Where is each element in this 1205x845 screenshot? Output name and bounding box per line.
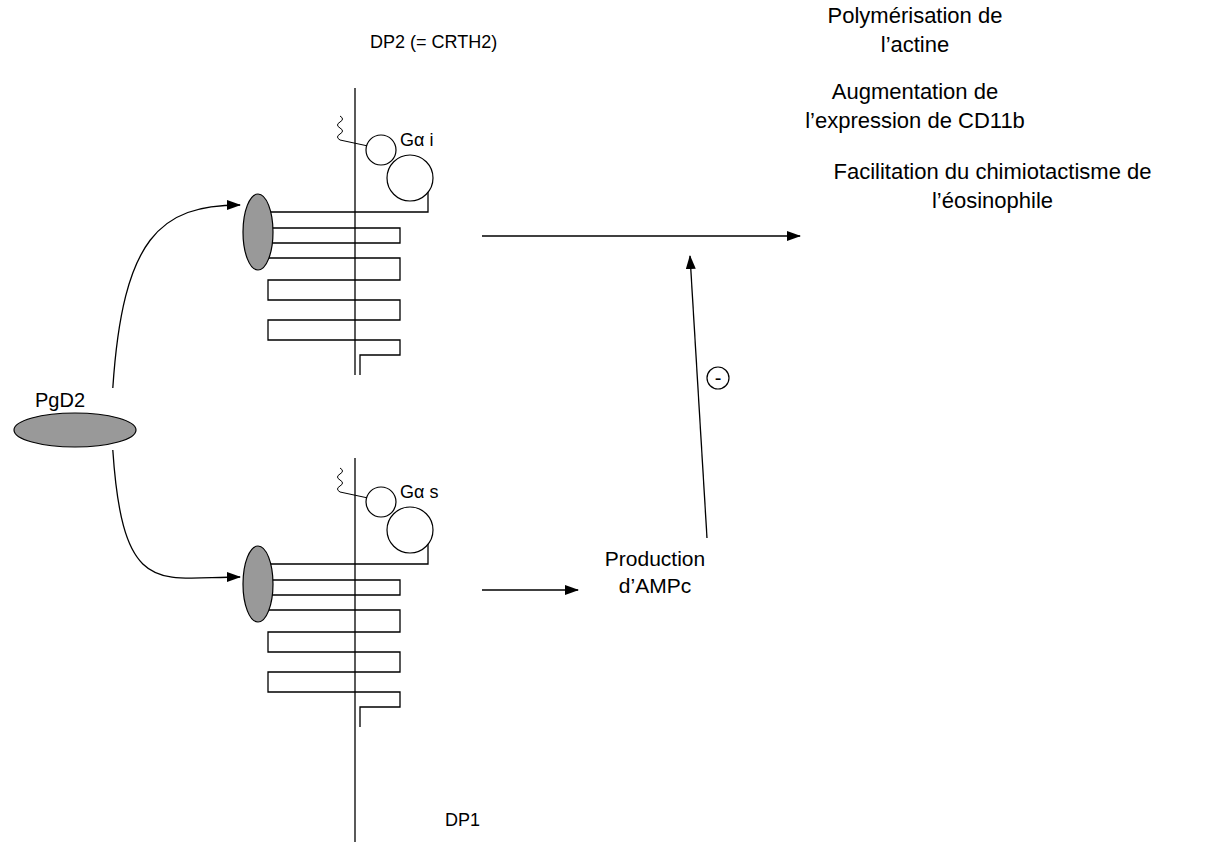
g-protein-large [387, 155, 433, 201]
receptor-node: Gα s DP1 [240, 382, 520, 842]
effect-label: Facilitation du chimiotactisme de l’éosi… [785, 158, 1200, 215]
node-text: PgD2 [35, 388, 85, 412]
effect-label: Augmentation de l’expression de CD11b [780, 78, 1050, 135]
receptor-node: DP2 (= CRTH2) Gα i [240, 30, 520, 380]
ligand-node: PgD2 [12, 388, 138, 450]
node-text: Gα i [400, 130, 433, 152]
pgd2-ellipse [14, 413, 136, 447]
receptor-drawing [240, 30, 520, 380]
node-text: Gα s [400, 482, 438, 504]
lipid-anchor [338, 468, 369, 498]
binding-arrow [113, 450, 240, 578]
receptor-drawing [240, 382, 520, 842]
bound-ligand [243, 546, 273, 622]
lipid-anchor [338, 116, 369, 146]
bound-ligand [243, 194, 273, 270]
g-protein-small [366, 487, 396, 517]
product-label: Production d’AMPc [580, 545, 730, 600]
camp-arrow [482, 589, 578, 590]
inhibition-sign: - [708, 365, 728, 391]
effect-arrow [482, 235, 800, 236]
membrane-line [354, 88, 355, 375]
inhibition-arrow [690, 256, 707, 538]
g-protein-small [366, 135, 396, 165]
g-protein-large [387, 507, 433, 553]
seven-tm-chain [268, 190, 428, 375]
effect-label: Polymérisation de l’actine [800, 2, 1030, 59]
node-text: DP2 (= CRTH2) [370, 32, 497, 54]
seven-tm-chain [268, 542, 428, 727]
membrane-line [354, 458, 355, 842]
node-text: DP1 [445, 810, 480, 832]
binding-arrow [113, 205, 240, 388]
